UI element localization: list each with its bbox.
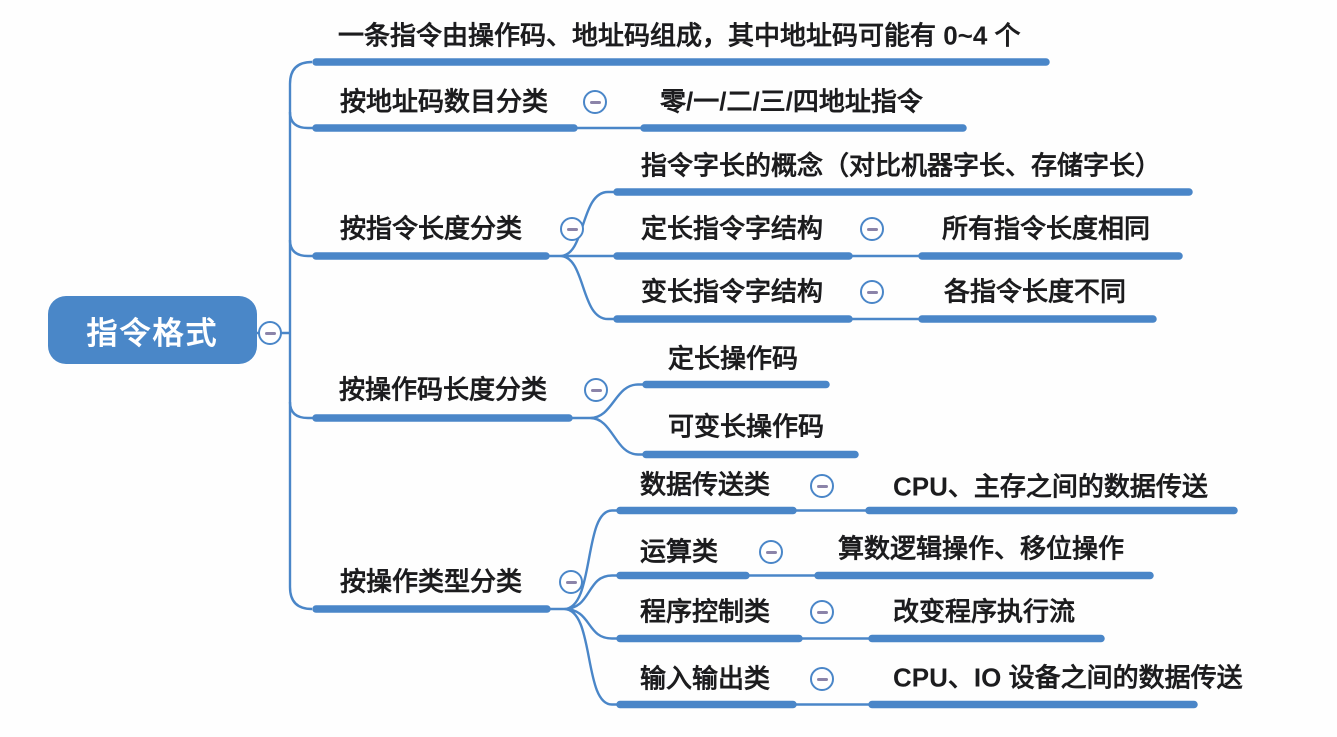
collapse-button-variable-length-word[interactable] <box>860 280 884 304</box>
topic-input-output-desc[interactable]: CPU、IO 设备之间的数据传送 <box>893 662 1243 693</box>
root-topic-label: 指令格式 <box>86 315 219 351</box>
minus-icon <box>866 227 878 231</box>
topic-composition-note[interactable]: 一条指令由操作码、地址码组成，其中地址码可能有 0~4 个 <box>338 20 1021 51</box>
minus-icon <box>765 550 777 554</box>
collapse-button-input-output[interactable] <box>810 667 834 691</box>
trunk-stub-instruction-length <box>288 239 313 258</box>
minus-icon <box>866 290 878 294</box>
trunk-line <box>288 60 313 611</box>
topic-input-output[interactable]: 输入输出类 <box>640 663 771 694</box>
minus-icon <box>816 610 828 614</box>
topic-arithmetic-desc[interactable]: 算数逻辑操作、移位操作 <box>838 533 1125 564</box>
topic-program-control-desc[interactable]: 改变程序执行流 <box>893 596 1076 627</box>
topic-fixed-length-word[interactable]: 定长指令字结构 <box>641 213 824 244</box>
branch-lines <box>253 60 924 706</box>
fan-opcode-length <box>567 383 648 456</box>
collapse-button-fixed-length-word[interactable] <box>860 217 884 241</box>
minus-icon <box>566 227 578 231</box>
collapse-button-arithmetic[interactable] <box>759 540 783 564</box>
minus-icon <box>590 388 602 392</box>
topic-variable-opcode[interactable]: 可变长操作码 <box>668 411 825 442</box>
trunk-stub-opcode-length <box>288 401 313 420</box>
collapse-button-program-control[interactable] <box>810 600 834 624</box>
topic-by-instruction-length[interactable]: 按指令长度分类 <box>340 213 523 244</box>
collapse-button-data-transfer[interactable] <box>810 474 834 498</box>
root-topic[interactable]: 指令格式 <box>48 296 257 364</box>
fan-operation-type <box>545 509 622 706</box>
topic-by-operation-type[interactable]: 按操作类型分类 <box>340 566 523 597</box>
topic-address-types[interactable]: 零/一/二/三/四地址指令 <box>660 86 923 117</box>
collapse-button-by-opcode-length[interactable] <box>584 378 608 402</box>
topic-underlines <box>312 58 1238 709</box>
topic-arithmetic[interactable]: 运算类 <box>640 536 719 567</box>
topic-program-control[interactable]: 程序控制类 <box>640 596 771 627</box>
minus-icon <box>816 484 828 488</box>
collapse-button-root[interactable] <box>258 321 282 345</box>
topic-data-transfer-desc[interactable]: CPU、主存之间的数据传送 <box>893 471 1208 502</box>
minus-icon <box>565 580 577 584</box>
fan-instruction-length <box>544 190 619 321</box>
minus-icon <box>816 677 828 681</box>
topic-variable-word-desc[interactable]: 各指令长度不同 <box>944 276 1127 307</box>
topic-fixed-word-desc[interactable]: 所有指令长度相同 <box>942 213 1151 244</box>
topic-by-opcode-length[interactable]: 按操作码长度分类 <box>339 374 548 405</box>
collapse-button-by-instruction-length[interactable] <box>560 217 584 241</box>
topic-fixed-opcode[interactable]: 定长操作码 <box>668 343 799 374</box>
topic-data-transfer[interactable]: 数据传送类 <box>640 469 771 500</box>
collapse-button-by-operation-type[interactable] <box>559 570 583 594</box>
topic-by-address-count[interactable]: 按地址码数目分类 <box>340 86 549 117</box>
minus-icon <box>264 331 276 335</box>
topic-word-length-concept[interactable]: 指令字长的概念（对比机器字长、存储字长） <box>641 150 1162 181</box>
topic-variable-length-word[interactable]: 变长指令字结构 <box>641 276 824 307</box>
collapse-button-by-address-count[interactable] <box>583 90 607 114</box>
trunk-stub-address-count <box>288 111 313 130</box>
minus-icon <box>589 100 601 104</box>
